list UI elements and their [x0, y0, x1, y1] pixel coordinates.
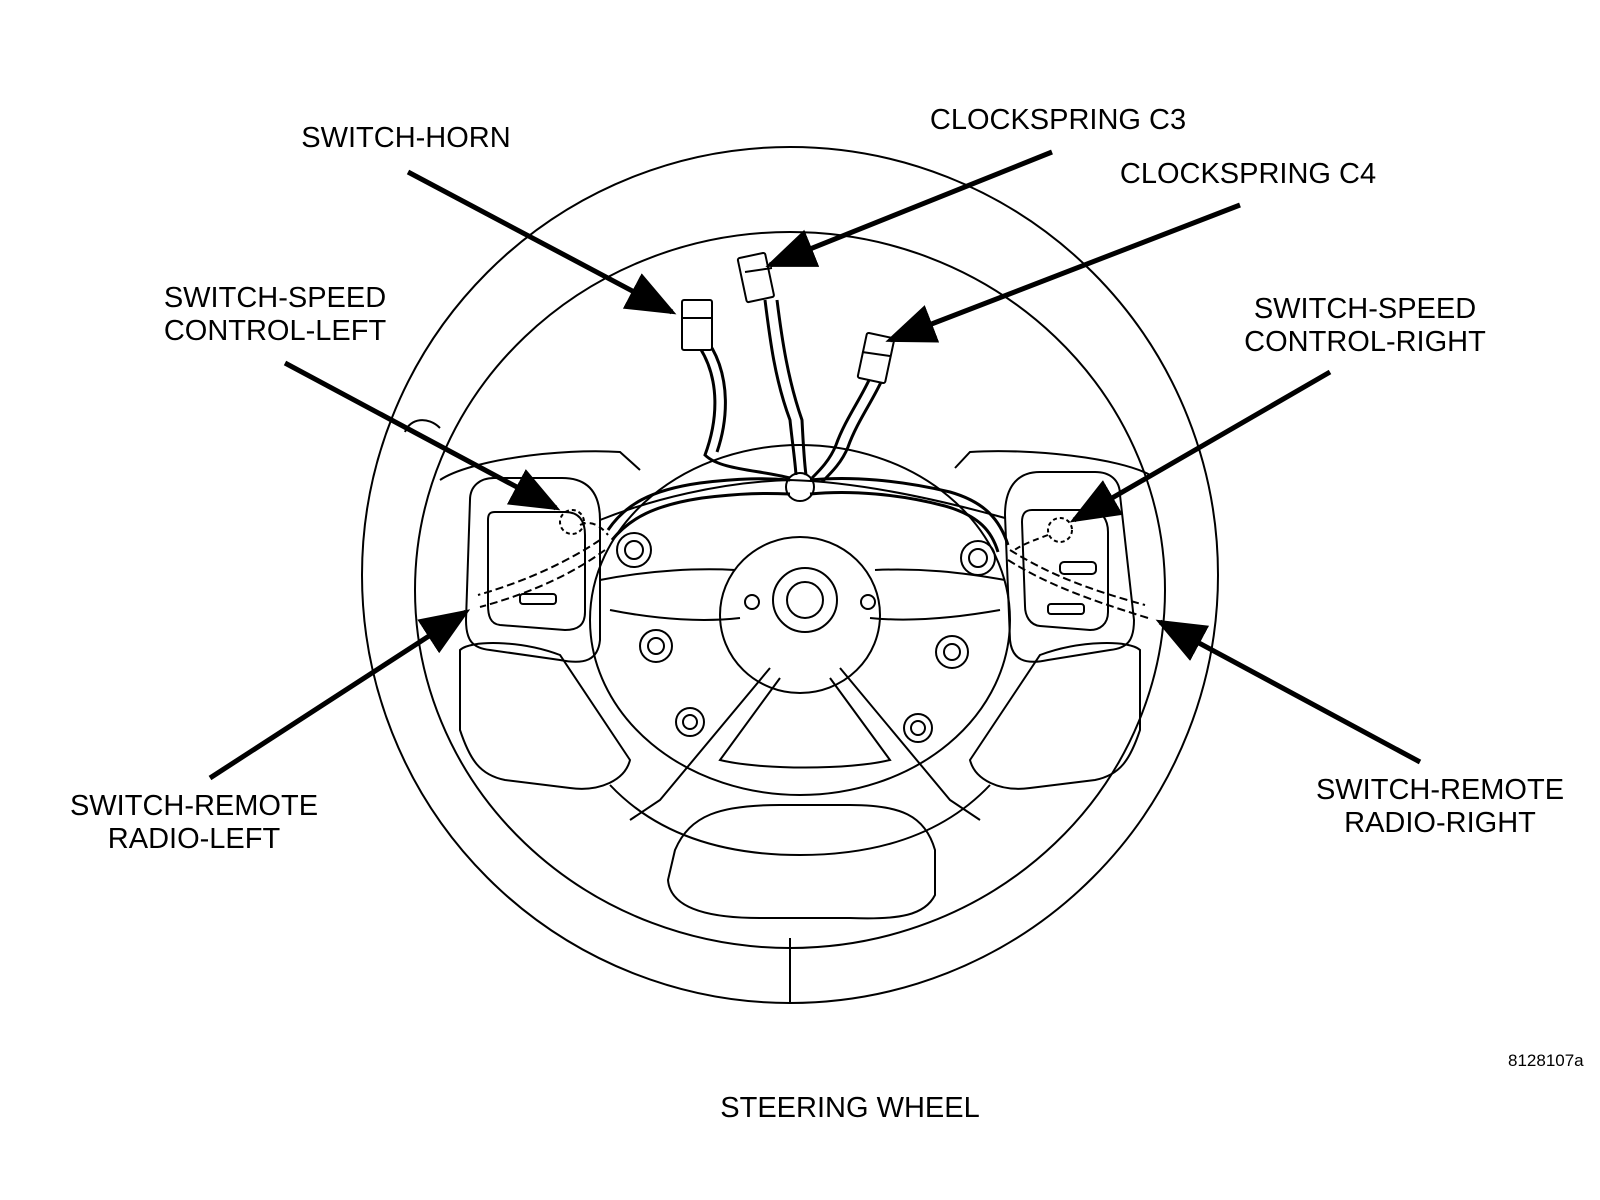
hub-outer	[589, 444, 1011, 796]
mount-right-lower-hole	[943, 643, 961, 661]
label-remote-radio-right: SWITCH-REMOTE RADIO-RIGHT	[1300, 774, 1580, 840]
mount-right-lower	[935, 635, 969, 669]
bottom-inner-arc	[609, 784, 991, 857]
left-switch-button-lower	[519, 593, 557, 605]
wheel-outer-rim	[361, 146, 1219, 1004]
horn-pigtail	[698, 347, 791, 480]
wire-harness-right-2	[809, 491, 1000, 553]
c4-pigtail	[810, 377, 872, 480]
label-speed-control-left: SWITCH-SPEED CONTROL-LEFT	[140, 282, 410, 348]
arrow-remote-radio-right	[1155, 619, 1422, 765]
right-internal-wire-a	[1009, 549, 1146, 606]
label-speed-control-right-line2: CONTROL-RIGHT	[1244, 326, 1486, 358]
hub-bolt-right	[860, 594, 876, 610]
wire-harness-left	[606, 477, 791, 531]
mount-right-bottom	[903, 713, 933, 743]
left-lower-pocket	[459, 642, 632, 790]
arrow-clockspring-c4	[885, 202, 1241, 343]
steering-shaft-nut	[772, 567, 838, 633]
figure-caption: STEERING WHEEL	[640, 1092, 1060, 1125]
label-remote-radio-right-line1: SWITCH-REMOTE	[1315, 774, 1565, 806]
left-internal-wire-c	[579, 522, 609, 536]
arrow-remote-radio-left	[208, 609, 471, 781]
clockspring-c4-connector	[856, 331, 896, 385]
right-internal-wire-b	[1007, 559, 1149, 619]
arrow-switch-horn	[406, 169, 677, 315]
lower-spoke-right	[839, 667, 981, 821]
arrow-speed-control-right	[1069, 369, 1332, 523]
hub-inner	[719, 536, 881, 694]
arrow-speed-control-left	[283, 360, 561, 511]
label-clockspring-c4: CLOCKSPRING C4	[1098, 158, 1398, 191]
left-internal-wire-a	[477, 539, 601, 596]
right-internal-wire-c	[1011, 534, 1049, 553]
bottom-pocket	[666, 804, 936, 920]
left-internal-wire-b	[479, 549, 606, 608]
label-speed-control-left-line2: CONTROL-LEFT	[163, 315, 387, 347]
label-speed-control-left-line1: SWITCH-SPEED	[163, 282, 387, 314]
arrow-clockspring-c3	[765, 149, 1053, 268]
speed-switch-left-marker	[559, 509, 585, 535]
mount-right-bottom-hole	[910, 720, 926, 736]
wire-harness-right	[809, 477, 1010, 546]
hub-bolt-left	[744, 594, 760, 610]
figure-id-text: 8128107a	[1508, 1051, 1584, 1070]
label-remote-radio-left-line2: RADIO-LEFT	[107, 823, 281, 855]
label-switch-horn-text: SWITCH-HORN	[301, 122, 511, 154]
right-lower-pocket	[968, 642, 1141, 790]
right-switch-button-upper	[1059, 561, 1097, 575]
horizontal-spoke	[599, 568, 1006, 581]
horn-pigtail-2	[710, 347, 727, 453]
left-spoke-housing	[464, 477, 601, 663]
c3-pigtail	[763, 299, 798, 476]
clockspring-c3-connector-latch	[744, 267, 773, 273]
speed-switch-right-marker	[1047, 517, 1073, 543]
horizontal-spoke-lower	[609, 609, 1001, 621]
harness-junction	[785, 472, 815, 502]
label-clockspring-c4-text: CLOCKSPRING C4	[1119, 158, 1377, 190]
label-switch-horn: SWITCH-HORN	[276, 122, 536, 155]
right-spoke-housing	[1003, 471, 1136, 663]
figure-caption-text: STEERING WHEEL	[720, 1092, 980, 1124]
lower-spoke-left	[629, 667, 771, 821]
mount-left-bottom	[675, 707, 705, 737]
mount-left-lower-hole	[647, 637, 665, 655]
clockspring-c4-connector-latch	[861, 351, 891, 357]
mount-left-upper-hole	[624, 540, 644, 560]
lower-spoke-inner	[718, 677, 892, 769]
label-remote-radio-left-line1: SWITCH-REMOTE	[69, 790, 319, 822]
label-remote-radio-left: SWITCH-REMOTE RADIO-LEFT	[54, 790, 334, 856]
mount-right-upper	[960, 540, 996, 576]
label-speed-control-right: SWITCH-SPEED CONTROL-RIGHT	[1220, 293, 1510, 359]
label-clockspring-c3-text: CLOCKSPRING C3	[929, 104, 1187, 136]
mount-left-upper	[616, 532, 652, 568]
wire-harness-left-2	[610, 491, 791, 541]
mount-left-lower	[639, 629, 673, 663]
c4-pigtail-2	[820, 379, 884, 484]
label-remote-radio-right-line2: RADIO-RIGHT	[1344, 807, 1536, 839]
c3-pigtail-2	[775, 299, 808, 476]
label-clockspring-c3: CLOCKSPRING C3	[908, 104, 1208, 137]
mount-left-bottom-hole	[682, 714, 698, 730]
figure-id: 8128107a	[1508, 1051, 1584, 1071]
horn-connector	[681, 299, 713, 351]
clockspring-c3-connector	[736, 251, 775, 304]
mount-right-upper-hole	[968, 548, 988, 568]
hub-upper-right	[954, 450, 1151, 476]
hub-upper-left	[439, 450, 641, 481]
right-switch-button-lower	[1047, 603, 1085, 615]
label-speed-control-right-line1: SWITCH-SPEED	[1253, 293, 1477, 325]
steering-shaft-center	[786, 581, 824, 619]
